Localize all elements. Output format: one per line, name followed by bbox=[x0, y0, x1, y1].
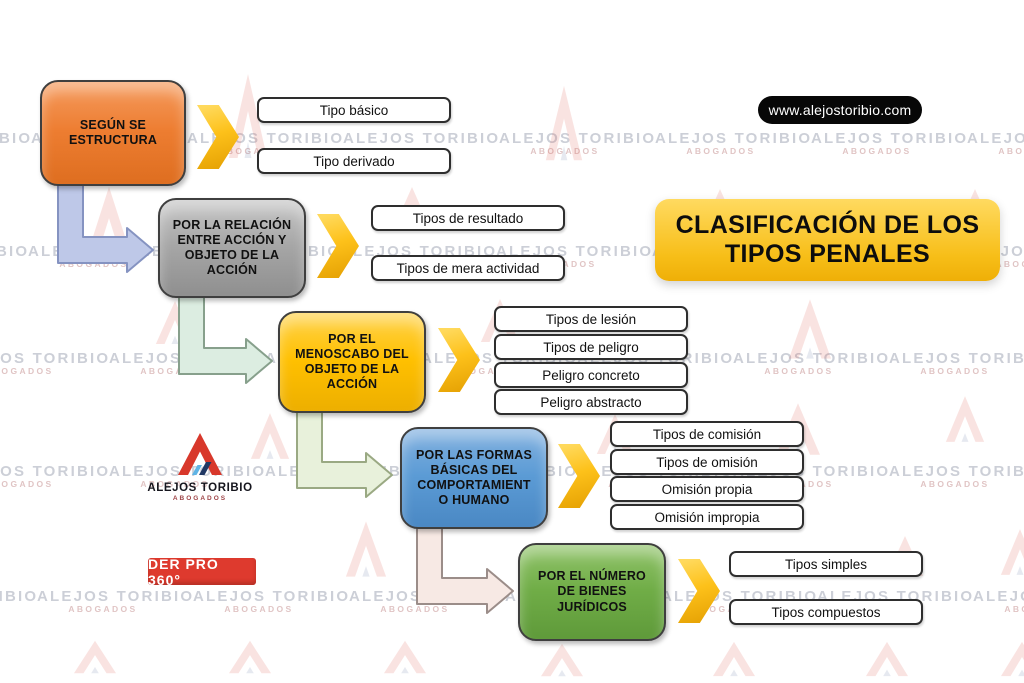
leaf-tipos-peligro: Tipos de peligro bbox=[494, 334, 688, 360]
chevron-right-icon bbox=[438, 328, 480, 392]
leaf-tipo-basico: Tipo básico bbox=[257, 97, 451, 123]
brand-subtitle: ABOGADOS bbox=[172, 495, 228, 502]
watermark-triangle-icon bbox=[788, 298, 832, 365]
watermark-triangle-icon bbox=[545, 84, 583, 167]
connector-arrow-3 bbox=[296, 410, 393, 498]
leaf-tipos-lesion: Tipos de lesión bbox=[494, 306, 688, 332]
watermark-triangle-icon bbox=[945, 395, 985, 448]
watermark-triangle-icon bbox=[1000, 528, 1024, 581]
watermark-triangle-icon bbox=[540, 643, 584, 682]
leaf-peligro-abstracto: Peligro abstracto bbox=[494, 389, 688, 415]
chevron-right-icon bbox=[678, 559, 720, 623]
leaf-tipos-mera-actividad: Tipos de mera actividad bbox=[371, 255, 565, 281]
chevron-right-icon bbox=[558, 444, 600, 508]
leaf-tipos-simples: Tipos simples bbox=[729, 551, 923, 577]
chevron-right-icon bbox=[317, 214, 359, 278]
website-link[interactable]: www.alejostoribio.com bbox=[758, 96, 922, 124]
leaf-omision-propia: Omisión propia bbox=[610, 476, 804, 502]
page-title: CLASIFICACIÓN DE LOS TIPOS PENALES bbox=[655, 199, 1000, 281]
watermark-triangle-icon bbox=[712, 641, 756, 682]
category-box-formas-comportamiento: POR LAS FORMAS BÁSICAS DEL COMPORTAMIENT… bbox=[400, 427, 548, 529]
connector-arrow-2 bbox=[178, 296, 273, 384]
derpro-badge: DER PRO 360° bbox=[148, 556, 256, 588]
watermark-triangle-icon bbox=[345, 520, 387, 583]
leaf-tipos-comision: Tipos de comisión bbox=[610, 421, 804, 447]
brand-triangle-icon bbox=[178, 433, 222, 475]
category-box-relacion-accion-objeto: POR LA RELACIÓN ENTRE ACCIÓN Y OBJETO DE… bbox=[158, 198, 306, 298]
leaf-tipos-omision: Tipos de omisión bbox=[610, 449, 804, 475]
leaf-tipos-resultado: Tipos de resultado bbox=[371, 205, 565, 231]
brand-name: ALEJOS TORIBIO bbox=[147, 482, 253, 494]
category-box-menoscabo-objeto: POR EL MENOSCABO DEL OBJETO DE LA ACCIÓN bbox=[278, 311, 426, 413]
watermark-triangle-icon bbox=[383, 640, 427, 679]
leaf-omision-impropia: Omisión impropia bbox=[610, 504, 804, 530]
watermark-triangle-icon bbox=[228, 640, 272, 679]
watermark-triangle-icon bbox=[73, 640, 117, 679]
leaf-tipos-compuestos: Tipos compuestos bbox=[729, 599, 923, 625]
connector-arrow-1 bbox=[57, 183, 154, 273]
watermark-triangle-icon bbox=[865, 641, 909, 682]
chevron-right-icon bbox=[197, 105, 239, 169]
watermark-triangle-icon bbox=[1000, 641, 1024, 682]
brand-logo: ALEJOS TORIBIO ABOGADOS bbox=[140, 432, 260, 502]
category-box-segun-se-estructura: SEGÚN SE ESTRUCTURA bbox=[40, 80, 186, 186]
category-box-numero-bienes: POR EL NÚMERO DE BIENES JURÍDICOS bbox=[518, 543, 666, 641]
leaf-tipo-derivado: Tipo derivado bbox=[257, 148, 451, 174]
leaf-peligro-concreto: Peligro concreto bbox=[494, 362, 688, 388]
connector-arrow-4 bbox=[416, 526, 514, 614]
